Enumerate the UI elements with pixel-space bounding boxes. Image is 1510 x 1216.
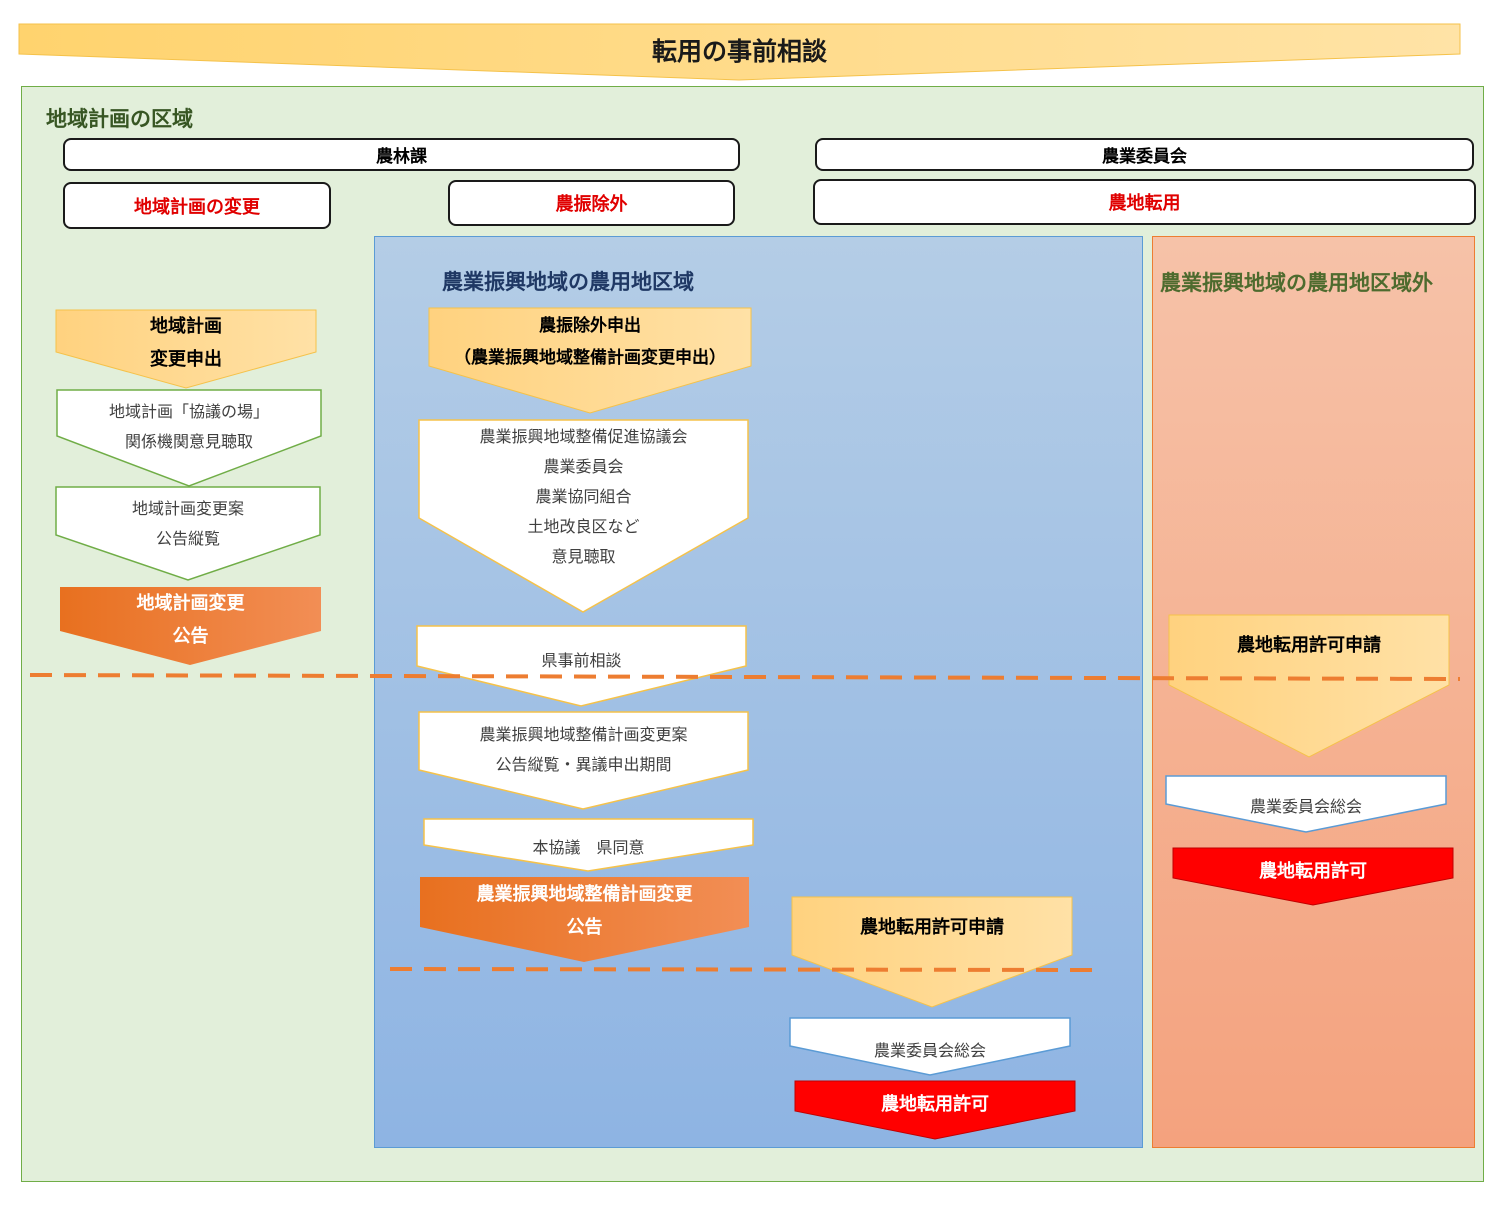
exclusion-step-prefecture: 県事前相談 (416, 625, 747, 707)
exclusion-step-hearing-line5: 意見聴取 (551, 547, 616, 566)
plan-step-request-line1: 地域計画 (150, 316, 222, 337)
exclusion-step-request-line2: （農業振興地域整備計画変更申出） (454, 347, 726, 368)
outside-conversion-permit: 農地転用許可 (1172, 847, 1454, 906)
inside-conversion-permit: 農地転用許可 (794, 1080, 1076, 1140)
exclusion-step-hearing-line2: 農業委員会 (543, 457, 624, 476)
outside-conversion-meeting-shape (1165, 775, 1447, 833)
exclusion-step-hearing-shape (418, 419, 749, 613)
inside-conversion-meeting: 農業委員会総会 (789, 1017, 1071, 1076)
procedure-conversion: 農地転用 (813, 179, 1476, 225)
outside-conversion-meeting-line1: 農業委員会総会 (1249, 797, 1362, 816)
plan-step-draft-line2: 公告縦覧 (155, 528, 220, 548)
exclusion-step-draft-line2: 公告縦覧・異議申出期間 (495, 754, 672, 774)
plan-step-consultation: 地域計画「協議の場」 関係機関意見聴取 (56, 389, 322, 487)
plan-step-announcement-shape (60, 587, 321, 665)
inside-conversion-apply: 農地転用許可申請 (791, 896, 1073, 1008)
procedure-plan-change: 地域計画の変更 (63, 182, 331, 229)
header-banner-shape (18, 23, 1461, 81)
outside-conversion-apply-line1: 農地転用許可申請 (1237, 635, 1381, 656)
exclusion-step-request-line1: 農振除外申出 (539, 315, 641, 336)
exclusion-step-draft-shape (418, 711, 749, 810)
plan-step-draft: 地域計画変更案 公告縦覧 (55, 486, 321, 581)
inside-conversion-apply-line1: 農地転用許可申請 (860, 917, 1004, 938)
exclusion-step-announcement-line2: 公告 (566, 916, 603, 938)
plan-step-draft-shape (55, 486, 321, 581)
outside-conversion-permit-line1: 農地転用許可 (1259, 860, 1367, 882)
exclusion-step-request: 農振除外申出 （農業振興地域整備計画変更申出） (428, 307, 752, 414)
plan-step-announcement-line2: 公告 (172, 626, 209, 647)
exclusion-step-prefecture-line1: 県事前相談 (541, 651, 622, 670)
plan-step-request-line2: 変更申出 (150, 349, 222, 370)
exclusion-step-draft: 農業振興地域整備計画変更案 公告縦覧・異議申出期間 (418, 711, 749, 810)
exclusion-step-announcement: 農業振興地域整備計画変更 公告 (420, 877, 749, 962)
inside-conversion-permit-line1: 農地転用許可 (881, 1094, 989, 1115)
plan-step-consultation-line2: 関係機関意見聴取 (124, 432, 253, 451)
plan-step-announcement-line1: 地域計画変更 (136, 593, 245, 614)
zone-outside-title: 農業振興地域の農用地区域外 (1160, 271, 1433, 295)
zone-inside-title: 農業振興地域の農用地区域 (442, 270, 694, 294)
exclusion-step-consent-line1: 本協議 県同意 (532, 838, 645, 857)
exclusion-step-announcement-shape (420, 877, 749, 962)
inside-conversion-meeting-shape (789, 1017, 1071, 1076)
header-title: 転用の事前相談 (651, 37, 827, 66)
department-norin: 農林課 (63, 138, 740, 171)
exclusion-step-draft-line1: 農業振興地域整備計画変更案 (479, 724, 688, 744)
exclusion-step-announcement-line1: 農業振興地域整備計画変更 (476, 883, 693, 905)
zone-inside (374, 236, 1143, 1148)
plan-step-request-shape (55, 309, 317, 389)
plan-step-request: 地域計画 変更申出 (55, 309, 317, 389)
exclusion-step-prefecture-shape (416, 625, 747, 707)
inside-conversion-permit-shape (794, 1080, 1076, 1140)
exclusion-step-hearing-line4: 土地改良区など (527, 517, 640, 536)
header-banner: 転用の事前相談 (18, 23, 1461, 81)
exclusion-step-consent-shape (423, 818, 754, 872)
exclusion-step-hearing-line1: 農業振興地域整備促進協議会 (479, 427, 688, 446)
exclusion-step-consent: 本協議 県同意 (423, 818, 754, 872)
inside-conversion-meeting-line1: 農業委員会総会 (873, 1040, 986, 1060)
outside-conversion-meeting: 農業委員会総会 (1165, 775, 1447, 833)
plan-step-announcement: 地域計画変更 公告 (60, 587, 321, 665)
plan-step-consultation-shape (56, 389, 322, 487)
outside-conversion-apply: 農地転用許可申請 (1168, 614, 1450, 758)
outside-conversion-permit-shape (1172, 847, 1454, 906)
plan-step-draft-line1: 地域計画変更案 (131, 498, 244, 518)
department-nogyo-iinkai: 農業委員会 (815, 138, 1474, 171)
procedure-exclusion: 農振除外 (448, 180, 735, 226)
exclusion-step-hearing: 農業振興地域整備促進協議会 農業委員会 農業協同組合 土地改良区など 意見聴取 (418, 419, 749, 613)
exclusion-step-hearing-line3: 農業協同組合 (535, 487, 632, 506)
area-title: 地域計画の区域 (46, 107, 193, 131)
plan-step-consultation-line1: 地域計画「協議の場」 (108, 402, 269, 421)
exclusion-step-request-shape (428, 307, 752, 414)
inside-conversion-apply-shape (791, 896, 1073, 1008)
